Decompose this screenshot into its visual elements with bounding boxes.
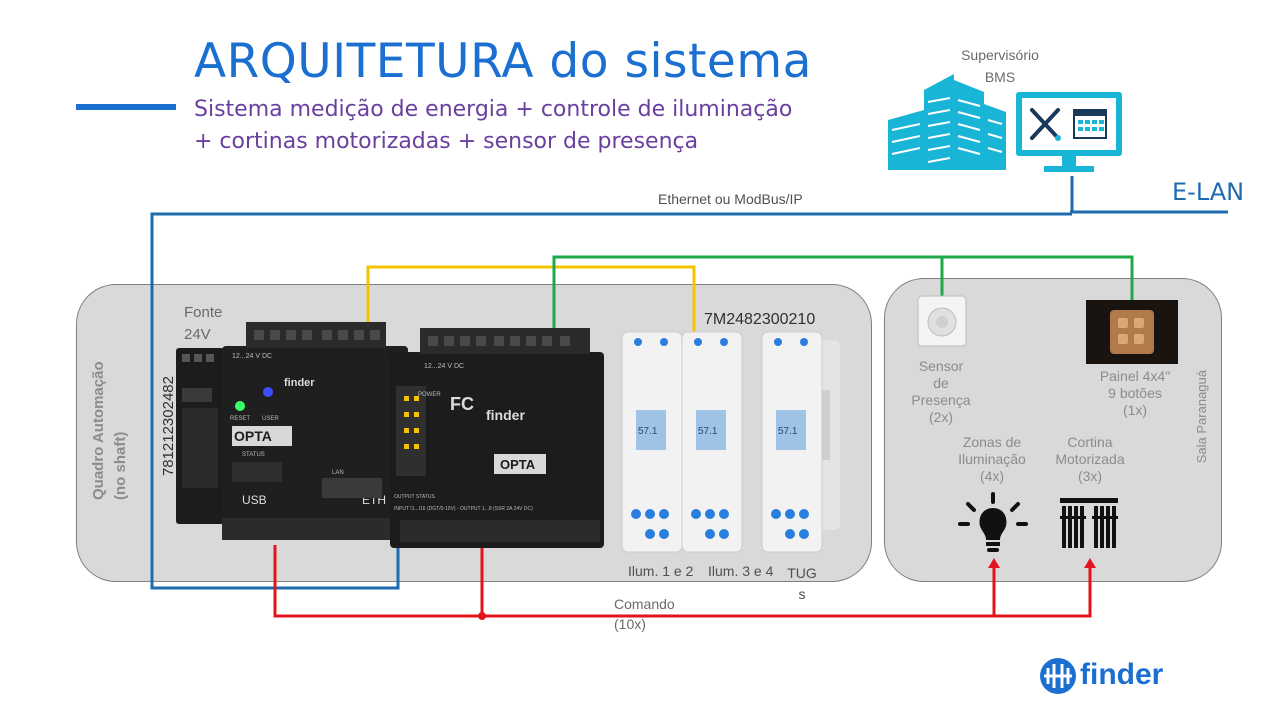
finder-logo-text: finder — [1080, 658, 1164, 691]
page-subtitle: Sistema medição de energia + controle de… — [194, 94, 792, 158]
command-line — [273, 545, 1092, 618]
zonas-label-line-1: Zonas de — [962, 434, 1022, 450]
sensor-label: Sensor de Presença (2x) — [896, 358, 986, 426]
control-line-panel — [552, 255, 1134, 354]
cortina-label: Cortina Motorizada (3x) — [1040, 434, 1140, 485]
bidirectional-arrow-icon: ↔ — [994, 124, 1008, 140]
meter-2-reading: 57.1 — [698, 426, 718, 437]
expansion-output-status-label: OUTPUT STATUS — [394, 494, 436, 500]
expansion-brand-text: OPTA — [500, 457, 536, 472]
cortina-label-line-3: (3x) — [1077, 468, 1103, 484]
sala-label: Sala Paranaguá — [1194, 370, 1209, 464]
painel-label: Painel 4x4" 9 botões (1x) — [1082, 368, 1188, 419]
sensor-label-line-1: Sensor — [918, 358, 964, 374]
meter-3-reading: 57.1 — [778, 426, 798, 437]
rs485-line — [366, 265, 696, 360]
finder-logo-icon — [1040, 658, 1076, 694]
command-junction — [478, 612, 486, 620]
light-bulb-icon[interactable] — [958, 492, 1028, 556]
opta-brand-text: OPTA — [234, 428, 272, 444]
monitor-tools-icon[interactable] — [1014, 90, 1124, 176]
subtitle-line-2: + cortinas motorizadas + sensor de prese… — [194, 129, 699, 154]
curtain-icon[interactable] — [1058, 496, 1120, 552]
zonas-label: Zonas de Iluminação (4x) — [944, 434, 1040, 485]
zonas-label-line-2: Iluminação — [958, 451, 1026, 467]
quadro-label: Quadro Automação (no shaft) — [88, 330, 132, 500]
title-accent-bar — [76, 104, 176, 110]
opta-reset-label: RESET — [230, 416, 250, 422]
command-arrow-lights — [988, 558, 1000, 568]
fonte-label-line-2: 24V — [184, 326, 211, 343]
meter-label-tugs: TUG s — [782, 563, 822, 605]
opta-usb-label: USB — [242, 493, 267, 507]
expansion-fc-text: FC — [450, 394, 474, 414]
meter-1-reading: 57.1 — [638, 426, 658, 437]
cortina-label-line-2: Motorizada — [1055, 451, 1125, 467]
opta-controller-device[interactable]: OPTA finder RESET USER STATUS LAN 12...2… — [222, 322, 408, 544]
opta-code-suffix: 82 — [160, 376, 177, 393]
sensor-label-line-2: de — [933, 375, 949, 391]
opta-code-main: 7812123024 — [160, 392, 177, 477]
bms-label: Supervisório BMS — [930, 44, 1070, 88]
expansion-vdc-label: 12...24 V DC — [424, 363, 464, 370]
sensor-label-line-3: Presença — [911, 392, 971, 408]
painel-label-line-2: 9 botões — [1108, 385, 1162, 401]
bms-label-line-1: Supervisório — [961, 47, 1039, 63]
comando-label: Comando (10x) — [614, 594, 675, 634]
quadro-label-line-2: (no shaft) — [112, 431, 129, 500]
ethernet-label: Ethernet ou ModBus/IP — [658, 191, 803, 207]
meter-label-ilum12: Ilum. 1 e 2 — [628, 563, 694, 579]
page-title: ARQUITETURA do sistema — [194, 34, 812, 89]
comando-label-line-1: Comando — [614, 596, 675, 612]
energy-meter-1: 57.1 — [621, 331, 683, 553]
ethernet-line — [150, 212, 1072, 590]
cortina-label-line-1: Cortina — [1067, 434, 1113, 450]
quadro-label-line-1: Quadro Automação — [90, 361, 107, 500]
opta-lan-label: LAN — [332, 470, 344, 476]
buildings-icon — [888, 74, 1006, 170]
energy-meters-group: 57.1 57.1 57.1 — [621, 331, 840, 553]
expansion-finder-text: finder — [486, 407, 525, 423]
power-supply-device — [176, 348, 224, 524]
fonte-label-line-1: Fonte — [184, 304, 223, 321]
opta-user-label: USER — [262, 416, 279, 422]
panel-icon[interactable] — [1086, 300, 1178, 364]
sensor-label-line-4: (2x) — [928, 409, 954, 425]
opta-status-label: STATUS — [242, 452, 265, 458]
meter-label-tug-line-2: s — [798, 586, 806, 602]
zonas-label-line-3: (4x) — [979, 468, 1005, 484]
energy-meter-2: 57.1 — [681, 331, 743, 553]
meter-label-tug-line-1: TUG — [787, 565, 817, 581]
painel-label-line-3: (1x) — [1122, 402, 1148, 418]
opta-code-label: 781212302482 — [160, 376, 177, 476]
opta-finder-text: finder — [284, 377, 315, 389]
command-arrow-curtain — [1084, 558, 1096, 568]
sensor-icon[interactable] — [912, 294, 972, 348]
subtitle-line-1: Sistema medição de energia + controle de… — [194, 97, 793, 122]
comando-label-line-2: (10x) — [614, 616, 646, 632]
bms-label-line-2: BMS — [984, 69, 1016, 85]
fonte-label: Fonte 24V — [184, 302, 222, 346]
expansion-power-label: POWER — [418, 392, 441, 398]
opta-vdc-label: 12...24 V DC — [232, 353, 272, 360]
opta-expansion-device[interactable]: OPTA finder FC POWER OUTPUT STATUS INPUT… — [390, 328, 604, 550]
painel-label-line-1: Painel 4x4" — [1099, 368, 1171, 384]
meter-label-ilum34: Ilum. 3 e 4 — [708, 563, 774, 579]
elan-label: E-LAN — [1172, 178, 1245, 206]
expansion-input-label: INPUT I1...I16 (DGT/0-10V) - OUTPUT 1...… — [394, 506, 533, 512]
energy-meter-3: 57.1 — [761, 331, 823, 553]
meter-code-label: 7M2482300210 — [704, 311, 816, 328]
